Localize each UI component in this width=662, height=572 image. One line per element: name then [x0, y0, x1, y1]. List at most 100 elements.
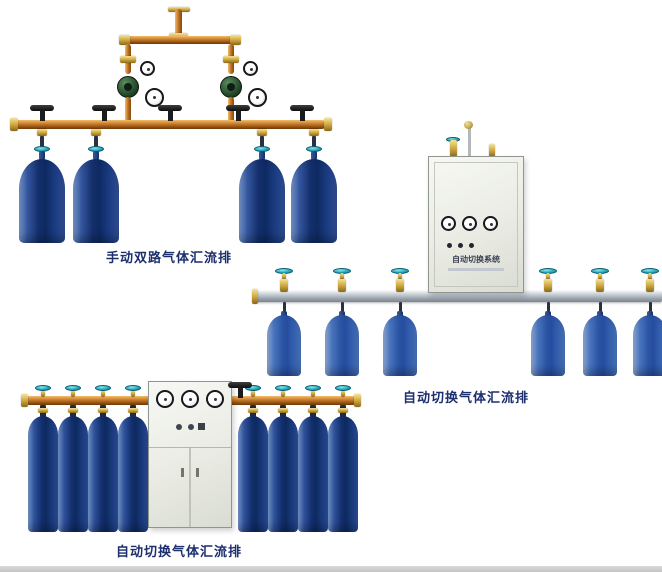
header-end-cap-left: [10, 118, 18, 131]
indicator-light: [458, 243, 463, 248]
connection-hose: [94, 136, 98, 148]
connection-hose: [283, 302, 286, 314]
cylinder-neck: [545, 311, 551, 317]
cylinder-neck: [397, 311, 403, 317]
gas-cylinder: [118, 416, 148, 532]
station-valve-handwheel: [275, 385, 291, 391]
cylinder-neck: [281, 311, 287, 317]
gas-cylinder: [267, 315, 301, 376]
black-valve-handwheel: [226, 105, 250, 121]
cabinet-gauge: [462, 216, 477, 231]
cylinder-neck: [93, 151, 99, 160]
black-valve-handwheel: [158, 105, 182, 121]
elbow-left: [119, 35, 130, 45]
valve-stem: [281, 390, 285, 397]
pressure-gauge: [248, 88, 267, 107]
cabinet-divider: [149, 447, 231, 448]
product-caption: 自动切换气体汇流排: [116, 544, 243, 559]
cabinet-gauge: [181, 390, 199, 408]
valve-stem: [546, 273, 550, 280]
connector-nut: [128, 408, 138, 413]
gas-cylinder: [19, 159, 65, 243]
connector-nut: [308, 408, 318, 413]
valve-stem: [311, 390, 315, 397]
station-valve-handwheel: [95, 385, 111, 391]
header-end-cap-right: [354, 394, 361, 407]
panel-button: [176, 424, 182, 430]
pressure-gauge: [140, 61, 155, 76]
product-caption: 手动双路气体汇流排: [106, 250, 233, 265]
sensor-pipe-tip: [464, 121, 473, 129]
valve-stem: [598, 273, 602, 280]
connector-nut: [338, 408, 348, 413]
down-pipe-left: [125, 97, 131, 122]
regulator-left: [117, 76, 139, 98]
cabinet-door-handle: [196, 468, 199, 477]
connection-hose: [312, 136, 316, 148]
cabinet-top-valve: [450, 140, 457, 157]
station-valve-handwheel: [35, 385, 51, 391]
outlet-fitting: [37, 129, 47, 136]
connector-nut: [278, 408, 288, 413]
gas-cylinder: [238, 416, 268, 532]
panel-button: [188, 424, 194, 430]
cabinet-gauge: [156, 390, 174, 408]
valve-stem: [41, 390, 45, 397]
valve-stem: [340, 273, 344, 280]
connection-hose: [341, 302, 344, 314]
black-valve-handwheel: [228, 382, 252, 398]
black-valve-handwheel: [30, 105, 54, 121]
station-fitting: [280, 279, 288, 292]
station-fitting: [544, 279, 552, 292]
indicator-light: [447, 243, 452, 248]
gas-cylinder: [298, 416, 328, 532]
cabinet-door-panel: [434, 162, 518, 287]
regulator-right: [220, 76, 242, 98]
gas-cylinder: [325, 315, 359, 376]
pressure-gauge: [145, 88, 164, 107]
cabinet-door-handle: [181, 468, 184, 477]
cabinet-title: 自动切换系统: [452, 255, 500, 264]
valve-stem: [282, 273, 286, 280]
station-valve-handwheel: [335, 385, 351, 391]
black-valve-handwheel: [92, 105, 116, 121]
cabinet-gauge: [206, 390, 224, 408]
connection-hose: [399, 302, 402, 314]
station-valve-handwheel: [305, 385, 321, 391]
cylinder-neck: [39, 151, 45, 160]
gas-cylinder: [583, 315, 617, 376]
outlet-fitting: [91, 129, 101, 136]
station-fitting: [338, 279, 346, 292]
connector-nut: [98, 408, 108, 413]
cabinet-gauge: [441, 216, 456, 231]
valve-stem: [398, 273, 402, 280]
valve-stem: [131, 390, 135, 397]
connection-hose: [40, 136, 44, 148]
gas-cylinder: [328, 416, 358, 532]
manifold-rail: [256, 291, 662, 302]
cylinder-neck: [647, 311, 653, 317]
valve-stem: [71, 390, 75, 397]
valve-stem: [648, 273, 652, 280]
inlet-pipe: [175, 9, 182, 40]
gas-cylinder: [531, 315, 565, 376]
connection-hose: [599, 302, 602, 314]
cabinet-gauge: [483, 216, 498, 231]
connector-nut: [248, 408, 258, 413]
panel-switch: [198, 423, 205, 430]
station-fitting: [396, 279, 404, 292]
indicator-light: [469, 243, 474, 248]
union-nut-left: [120, 56, 136, 63]
station-valve-handwheel: [125, 385, 141, 391]
main-header-pipe: [16, 120, 325, 129]
valve-stem: [101, 390, 105, 397]
cabinet-subtitle-line: [448, 268, 504, 271]
black-valve-handwheel: [290, 105, 314, 121]
connection-hose: [260, 136, 264, 148]
upper-header-pipe: [122, 36, 240, 44]
rail-end-cap: [252, 289, 258, 304]
gas-cylinder: [268, 416, 298, 532]
gas-cylinder: [633, 315, 662, 376]
station-fitting: [646, 279, 654, 292]
cylinder-neck: [597, 311, 603, 317]
